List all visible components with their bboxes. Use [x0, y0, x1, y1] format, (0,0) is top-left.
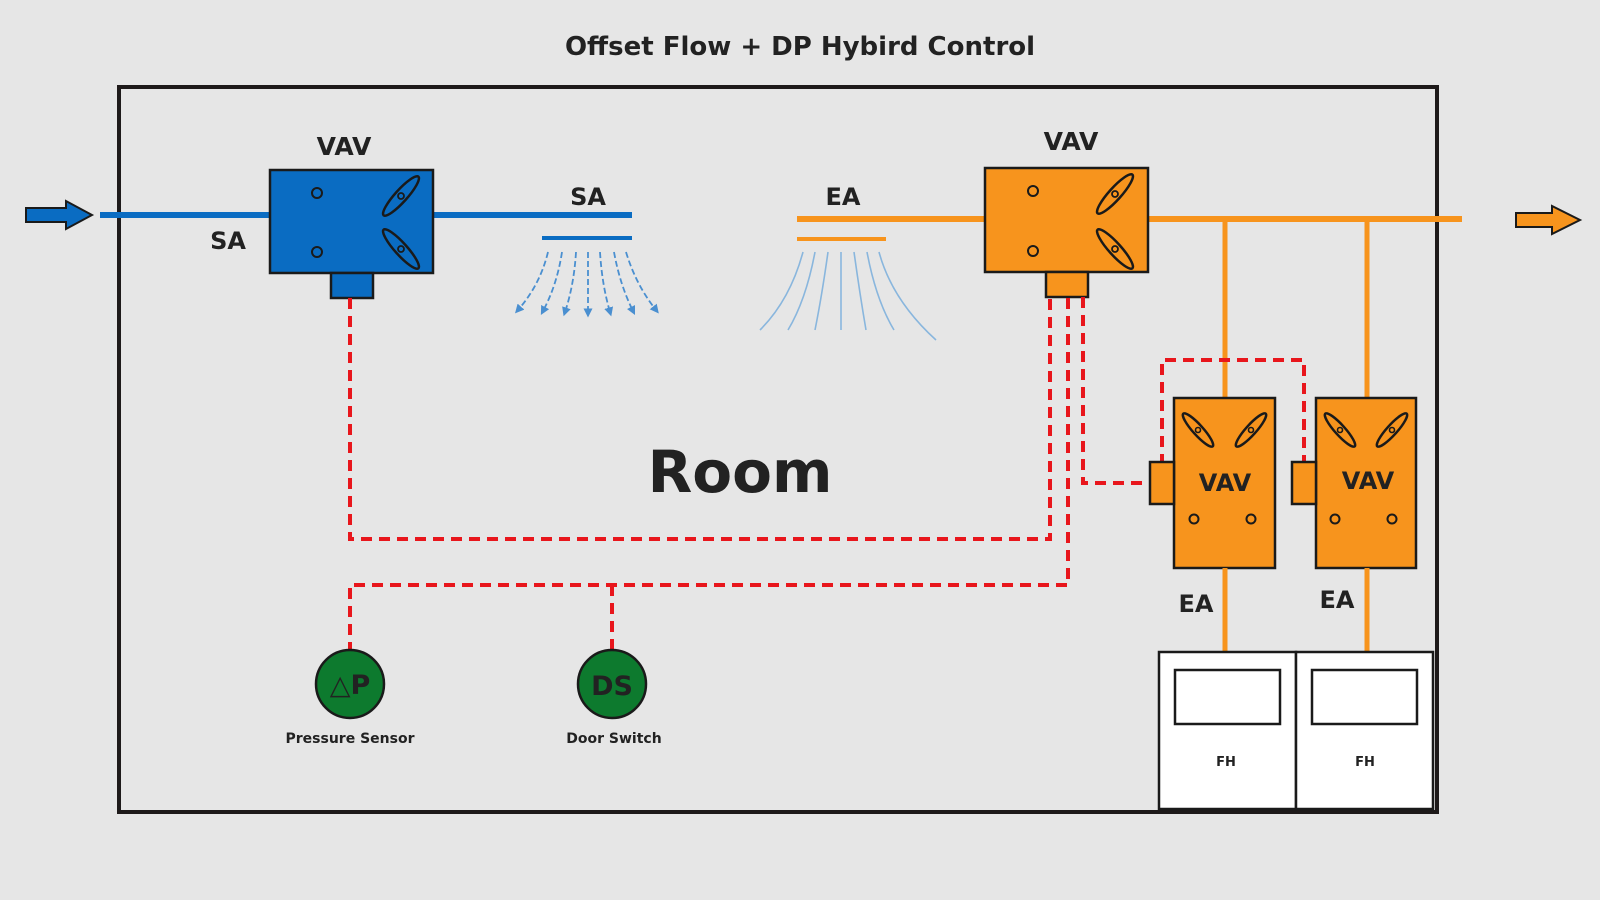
damper-blade-icon: [1375, 412, 1409, 448]
hood-vav-box: [1290, 396, 1418, 570]
fume-hood-label: FH: [1216, 755, 1236, 770]
exhaust-grille: [759, 216, 985, 341]
supply-vav-controller: [329, 271, 375, 300]
damper-blade-icon: [1095, 173, 1135, 215]
hood-vav-controller: [1148, 460, 1176, 506]
hood-vav-label: VAV: [1342, 467, 1395, 495]
damper-blade-icon: [381, 228, 421, 270]
supply-duct-label: SA: [210, 227, 246, 255]
door-switch-symbol: DS: [591, 671, 633, 702]
control-wiring: [348, 297, 1306, 653]
fume-hood-label: FH: [1355, 755, 1375, 770]
hood-duct-label: EA: [1320, 586, 1355, 614]
exhaust-vav-box: [983, 166, 1150, 299]
damper-blade-icon: [1323, 412, 1357, 448]
pressure-sensor-symbol: △P: [330, 670, 371, 701]
room-label: Room: [648, 438, 833, 506]
door-switch: DS: [576, 648, 648, 720]
supply-diffuser-label: SA: [570, 183, 606, 211]
hood-vav-box: [1148, 396, 1277, 570]
damper-blade-icon: [1095, 228, 1135, 270]
fume-hood: [1157, 650, 1298, 811]
supply-vav-label: VAV: [317, 132, 372, 161]
pressure-sensor: △P: [314, 648, 386, 720]
hood-duct-label: EA: [1179, 590, 1214, 618]
supply-vav-box: [268, 168, 435, 300]
room-boundary: [117, 85, 1439, 814]
exhaust-outlet-arrow: [1515, 204, 1583, 236]
diagram-title: Offset Flow + DP Hybird Control: [565, 32, 1035, 62]
door-switch-caption: Door Switch: [566, 731, 661, 747]
exhaust-vav-controller: [1044, 270, 1090, 299]
supply-inlet-arrow: [25, 199, 95, 231]
hood-vav-controller: [1290, 460, 1318, 506]
exhaust-grille-label: EA: [826, 183, 861, 211]
pressure-sensor-caption: Pressure Sensor: [286, 731, 415, 747]
exhaust-vav-label: VAV: [1044, 127, 1099, 156]
damper-blade-icon: [381, 175, 421, 217]
damper-blade-icon: [1181, 412, 1215, 448]
fume-hood: [1294, 650, 1435, 811]
hood-vav-label: VAV: [1199, 469, 1252, 497]
damper-blade-icon: [1234, 412, 1268, 448]
supply-diffuser: [515, 236, 659, 318]
